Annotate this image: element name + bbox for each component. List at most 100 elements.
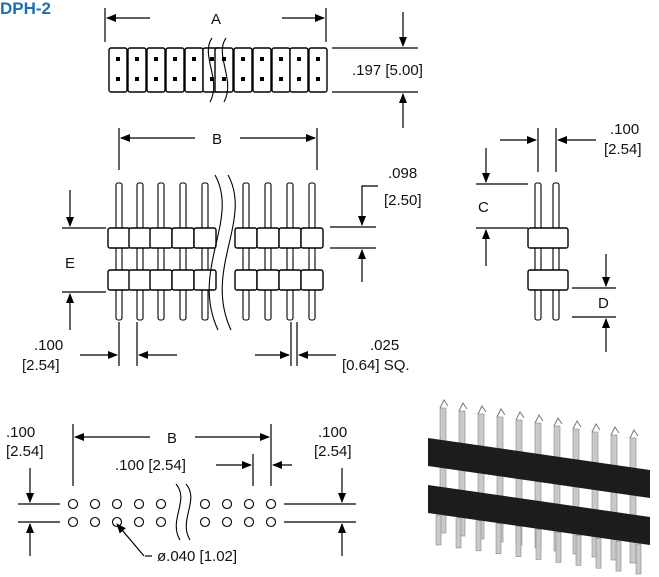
row-pitch-in-label: .100	[610, 121, 639, 138]
pin-size-in-label: .025	[370, 337, 399, 354]
photo-pin-tip	[553, 417, 563, 427]
end-pin	[552, 182, 560, 321]
pin-square	[192, 57, 196, 61]
housing-block	[234, 269, 258, 291]
pin-square	[279, 57, 283, 61]
housing-block	[278, 269, 302, 291]
photo-pin	[610, 434, 618, 561]
housing-cell	[289, 47, 309, 93]
photo-pin-tail	[575, 534, 582, 566]
break-line	[207, 37, 215, 103]
pcb-hole	[133, 498, 145, 510]
photo-pin-tail	[475, 520, 482, 552]
inner-pitch-label: .100 [2.54]	[115, 457, 186, 474]
pin-square	[279, 77, 283, 81]
housing-cell	[108, 47, 128, 93]
pin-square	[260, 77, 264, 81]
pcb-hole	[243, 516, 255, 528]
pin-square	[241, 77, 245, 81]
housing-block	[234, 227, 258, 249]
end-housing	[527, 227, 569, 249]
photo-pin-tip	[477, 405, 487, 415]
housing-cell	[146, 47, 166, 93]
photo-pin-tail	[515, 526, 522, 557]
pcb-layout-view: .100 [2.54] B .100 [2.54] .100 [2.54] ø.…	[6, 424, 356, 565]
part-title: DPH-2	[0, 0, 51, 18]
housing-block	[193, 269, 217, 291]
housing-cell	[165, 47, 185, 93]
right-pitch-mm-label: [2.54]	[314, 443, 352, 460]
pin-height-in-label: .098	[388, 165, 417, 182]
header-pin	[115, 182, 123, 321]
housing-cell	[233, 47, 253, 93]
pin-square	[154, 57, 158, 61]
photo-pin-tip	[439, 399, 449, 409]
housing-block	[128, 227, 152, 249]
header-pin	[179, 182, 187, 321]
header-pin	[201, 182, 209, 321]
housing-block	[128, 269, 152, 291]
dim-a-label: A	[211, 11, 221, 28]
photo-pin-tip	[496, 408, 506, 418]
pcb-hole	[199, 516, 211, 528]
photo-pin-tip	[572, 420, 582, 430]
photo-pin-tail	[455, 517, 462, 549]
end-pin	[534, 182, 542, 321]
pin-size-mm-label: [0.64] SQ.	[342, 357, 410, 374]
photo-pin-tail	[535, 529, 542, 560]
pin-square	[116, 77, 120, 81]
photo-pin-tip	[591, 423, 601, 433]
pcb-hole	[155, 516, 167, 528]
side-pins	[107, 174, 324, 331]
pcb-hole	[265, 498, 277, 510]
pitch-in-label: .100	[34, 337, 63, 354]
housing-block	[149, 227, 173, 249]
pcb-hole	[155, 498, 167, 510]
pcb-hole	[243, 498, 255, 510]
dim-b-label: B	[212, 131, 222, 148]
end-view: .100 [2.54] C D	[476, 121, 642, 352]
photo-pin-tail	[635, 543, 642, 575]
photo-pin-tip	[629, 429, 639, 439]
photo-pin	[591, 431, 599, 558]
pin-header-photo	[428, 399, 650, 575]
top-view: A .197 [5.00]	[104, 8, 423, 128]
left-pitch-mm-label: [2.54]	[6, 443, 44, 460]
housing-block	[256, 227, 280, 249]
housing-cell	[214, 47, 234, 93]
pcb-hole	[265, 516, 277, 528]
left-pitch-in-label: .100	[6, 424, 35, 441]
pin-square	[154, 77, 158, 81]
pcb-hole	[221, 516, 233, 528]
housing-block	[149, 269, 173, 291]
housing-block	[107, 227, 131, 249]
break-line	[221, 37, 229, 103]
header-pin	[308, 182, 316, 321]
pin-square	[297, 57, 301, 61]
pin-square	[173, 77, 177, 81]
pitch-mm-label: [2.54]	[22, 357, 60, 374]
dim-c-label: C	[478, 199, 489, 216]
pcb-dim-b-label: B	[167, 430, 177, 447]
pcb-hole	[133, 516, 145, 528]
pin-square	[192, 77, 196, 81]
photo-pin-tip	[534, 414, 544, 424]
end-pins	[527, 182, 569, 321]
photo-pin-tip	[610, 426, 620, 436]
photo-pin-tail	[495, 523, 502, 555]
break-line	[185, 483, 192, 541]
housing-cell	[308, 47, 328, 93]
housing-cell	[184, 47, 204, 93]
dim-d-label: D	[598, 295, 609, 312]
pin-square	[241, 57, 245, 61]
pcb-hole	[111, 498, 123, 510]
pin-square	[316, 77, 320, 81]
pin-square	[297, 77, 301, 81]
hole-dia-label: ø.040 [1.02]	[157, 548, 237, 565]
housing-block	[300, 227, 324, 249]
break-line	[221, 174, 236, 331]
pcb-hole	[199, 498, 211, 510]
housing-cell	[271, 47, 291, 93]
dim-e-label: E	[65, 255, 75, 272]
